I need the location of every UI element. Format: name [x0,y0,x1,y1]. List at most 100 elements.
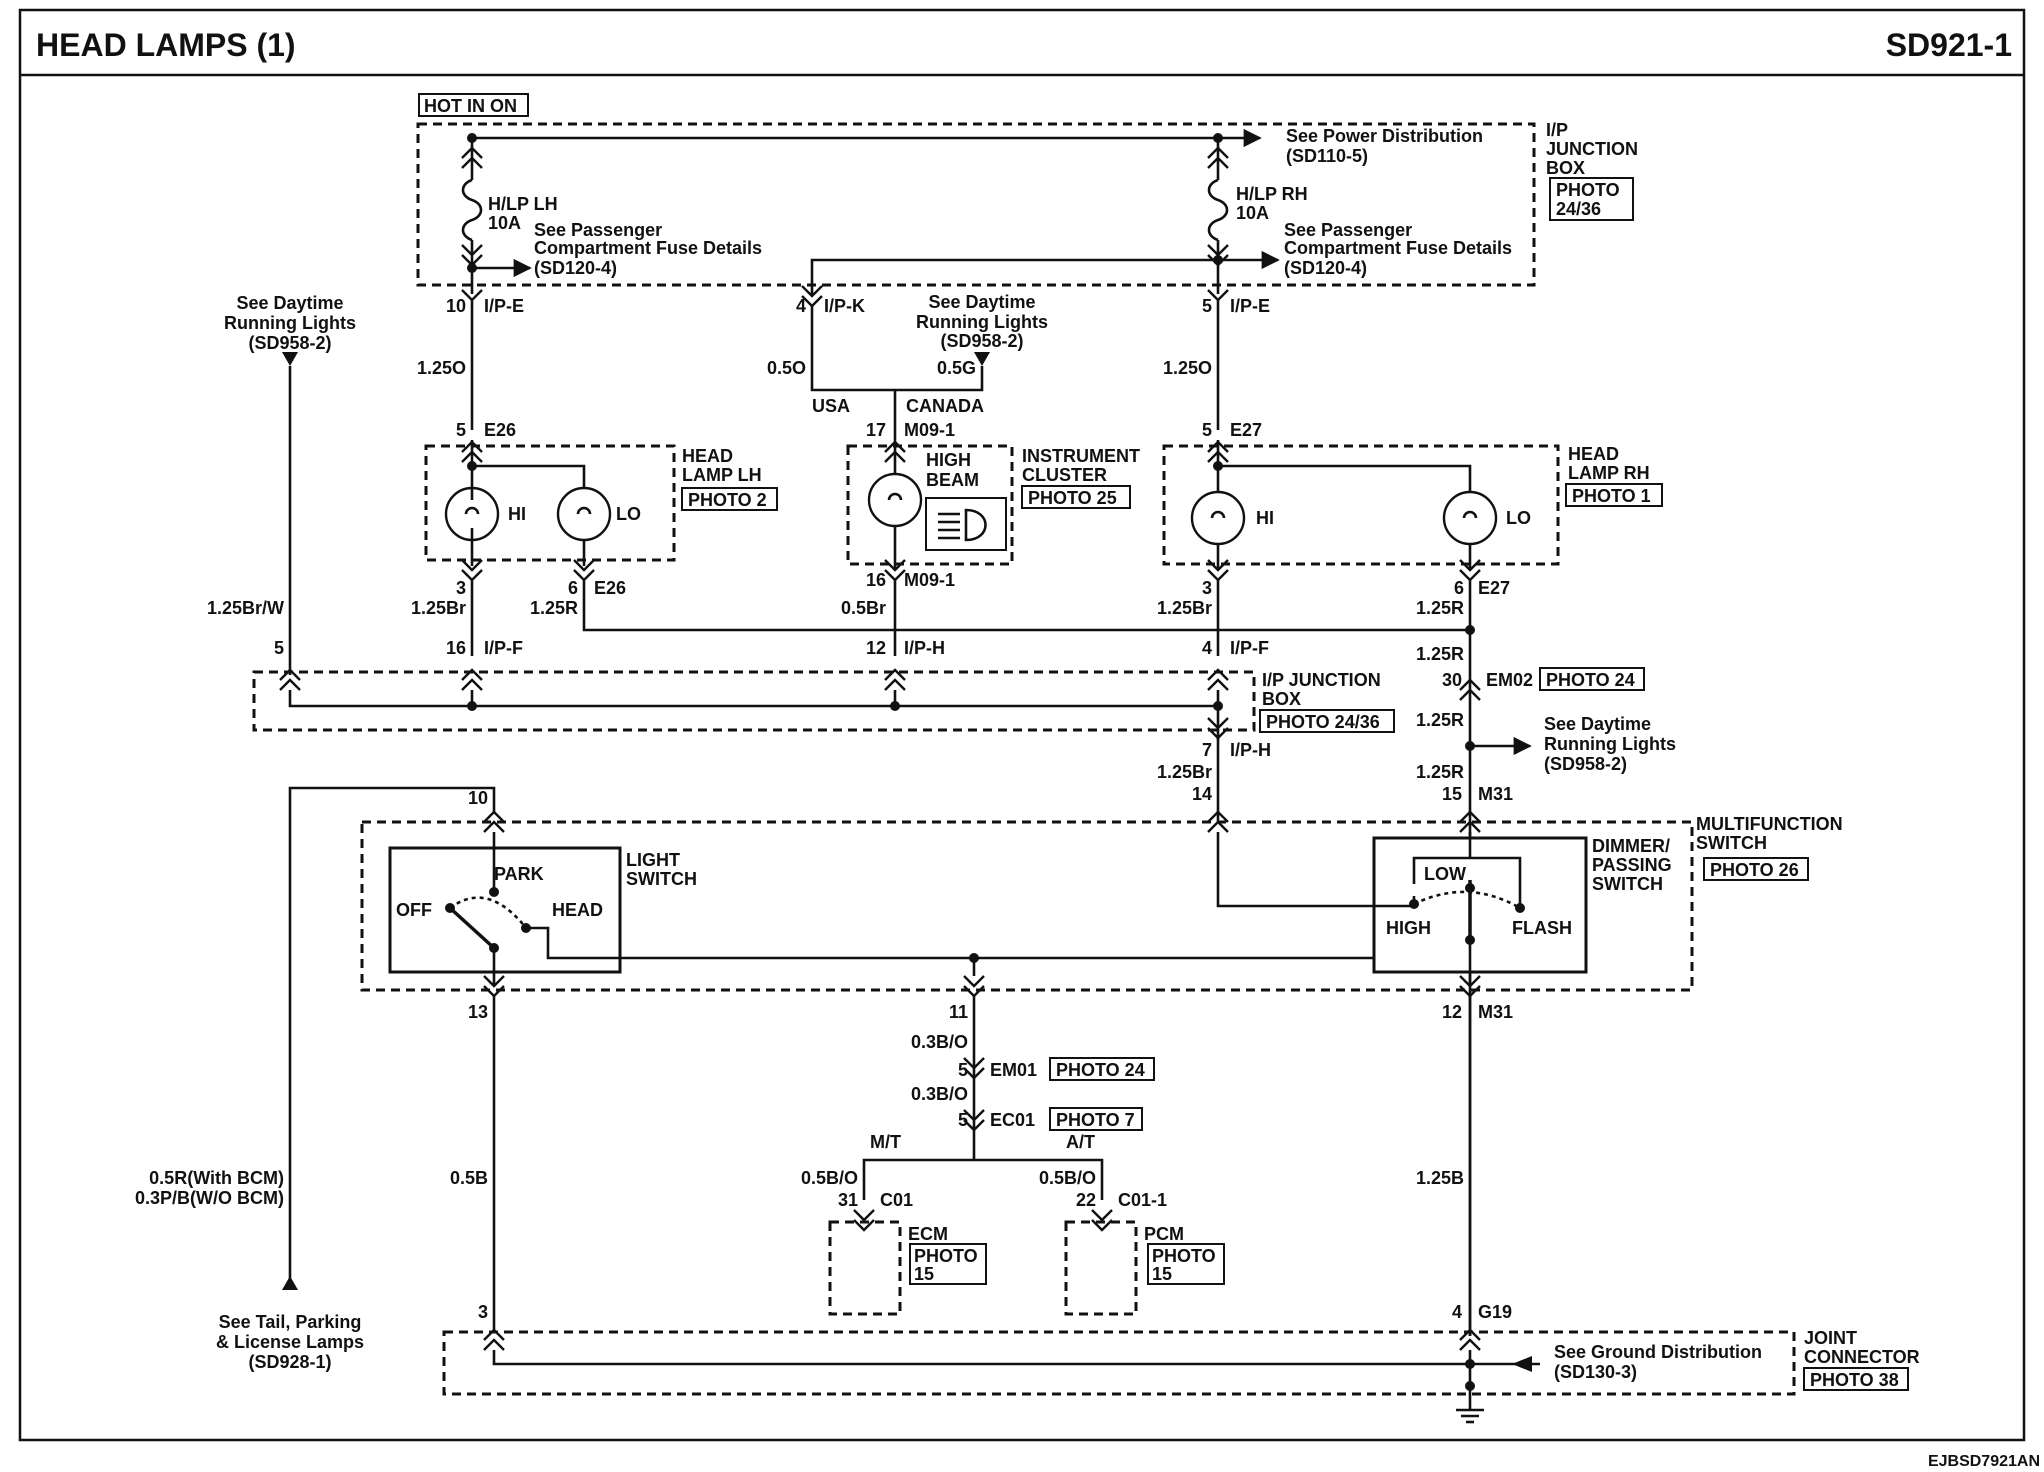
junction-dot [1465,625,1475,635]
connector-pin-icon [1459,678,1481,701]
see-power-line2: (SD110-5) [1286,146,1368,166]
connector-pin-icon [1207,810,1229,833]
pin-16-ipf: 16 [446,638,466,658]
drl-center-2: Running Lights [916,312,1048,332]
wire-ipk-branch [810,258,1218,294]
pin-6-e27: 6 [1454,578,1464,598]
wire-125brw: 1.25Br/W [207,598,284,618]
conn-ipf-rh: I/P-F [1230,638,1269,658]
fuse-rh-rating: 10A [1236,203,1269,223]
wire-mt-at-split [862,1150,1104,1200]
multifunction-switch-box [360,820,1694,992]
drl-right-2: Running Lights [1544,734,1676,754]
instrument-cluster-box [846,444,1014,566]
ec01-photo: PHOTO 7 [1056,1110,1135,1130]
pcm-photo-box [1147,1243,1225,1285]
ipjb-top-2: JUNCTION [1546,139,1638,159]
dimmer-3: SWITCH [1592,874,1663,894]
ground-icon [1456,1408,1484,1424]
ip-junction-box-mid [252,670,1256,732]
wire-03pb-bcm: 0.3P/B(W/O BCM) [135,1188,284,1208]
arrow-icon [974,352,990,366]
ec01-photo-box [1049,1107,1143,1131]
wire-05r-bcm: 0.5R(With BCM) [149,1168,284,1188]
conn-iph: I/P-H [904,638,945,658]
dimmer-terminal-flash [1515,903,1525,913]
hot-in-on-box [418,93,529,117]
dimmer-2: PASSING [1592,855,1672,875]
fuse-icon [461,138,483,294]
wire-125r-a: 1.25R [1416,644,1464,664]
see-pass-lh-1: See Passenger [534,220,662,240]
instrument-cluster-2: CLUSTER [1022,465,1107,485]
pcm-box [1064,1220,1138,1316]
ground-dist-1: See Ground Distribution [1554,1342,1762,1362]
ipjb-top-photo-box [1549,177,1634,221]
pin-12-iph: 12 [866,638,886,658]
label-lo-rh: LO [1506,508,1531,528]
light-switch-1: LIGHT [626,850,680,870]
ipjb-mid-photo: PHOTO 24/36 [1266,712,1380,732]
connector-pin-icon [963,1057,985,1080]
multi-photo: PHOTO 26 [1710,860,1799,880]
pin-11: 11 [949,1002,968,1022]
pin-13: 13 [468,1002,488,1022]
pin-5-em01: 5 [958,1060,968,1080]
label-off: OFF [396,900,432,920]
drl-right-1: See Daytime [1544,714,1651,734]
drl-left-3: (SD958-2) [248,333,331,353]
label-hi-lh: HI [508,504,526,524]
junction-dot [1213,701,1223,711]
conn-ipe-lh: I/P-E [484,296,524,316]
ipjb-top-3: BOX [1546,158,1585,178]
pin-3-joint: 3 [478,1302,488,1322]
junction-dot [890,701,900,711]
junction-dot [969,953,979,963]
em02-photo-box [1539,667,1645,691]
conn-m31-bottom: M31 [1478,1002,1513,1022]
switch-blade-icon [448,906,496,950]
joint-photo: PHOTO 38 [1810,1370,1899,1390]
conn-c01-1: C01-1 [1118,1190,1167,1210]
pin-5-drl: 5 [274,638,284,658]
joint-photo-box [1803,1367,1909,1391]
pin-30: 30 [1442,670,1462,690]
arrow-icon [282,352,298,366]
see-pass-lh-2: Compartment Fuse Details [534,238,762,258]
switch-arc [449,896,528,929]
conn-e27: E27 [1230,420,1262,440]
connector-pin-icon [461,668,483,691]
junction-dot [467,461,477,471]
wire-joint-bus [492,1350,1472,1410]
wire-125r-rh: 1.25R [1416,598,1464,618]
conn-m31-top: M31 [1478,784,1513,804]
see-power-line1: See Power Distribution [1286,126,1483,146]
ipjb-top-1: I/P [1546,120,1568,140]
conn-c01: C01 [880,1190,913,1210]
label-canada: CANADA [906,396,984,416]
pin-10-light: 10 [468,788,488,808]
multi-photo-box [1703,857,1809,881]
head-lamp-rh-2: LAMP RH [1568,463,1650,483]
wire-05g: 0.5G [937,358,976,378]
pcm-photo-1: PHOTO [1152,1246,1216,1266]
lamp-icon [1190,490,1246,546]
ecm-box [828,1220,902,1316]
joint-connector-box [442,1330,1796,1396]
wire-03bo-b: 0.3B/O [911,1084,968,1104]
switch-terminal-park [489,887,499,897]
pin-6-e26: 6 [568,578,578,598]
head-lamp-lh-photo-box [681,487,778,511]
conn-e26-bottom: E26 [594,578,626,598]
em01-photo: PHOTO 24 [1056,1060,1145,1080]
multi-1: MULTIFUNCTION [1696,814,1843,834]
wire-bcm-feed [288,786,496,1290]
pin-12-m31: 12 [1442,1002,1462,1022]
ipjb-top-photo-1: PHOTO [1556,180,1620,200]
wire-low-loop [1412,832,1522,904]
wire-125o-rh: 1.25O [1163,358,1212,378]
wire-05bo-a: 0.5B/O [801,1168,858,1188]
tail-lamps-3: (SD928-1) [248,1352,331,1372]
connector-pin-icon [1459,1328,1481,1351]
pin-5-e26: 5 [456,420,466,440]
